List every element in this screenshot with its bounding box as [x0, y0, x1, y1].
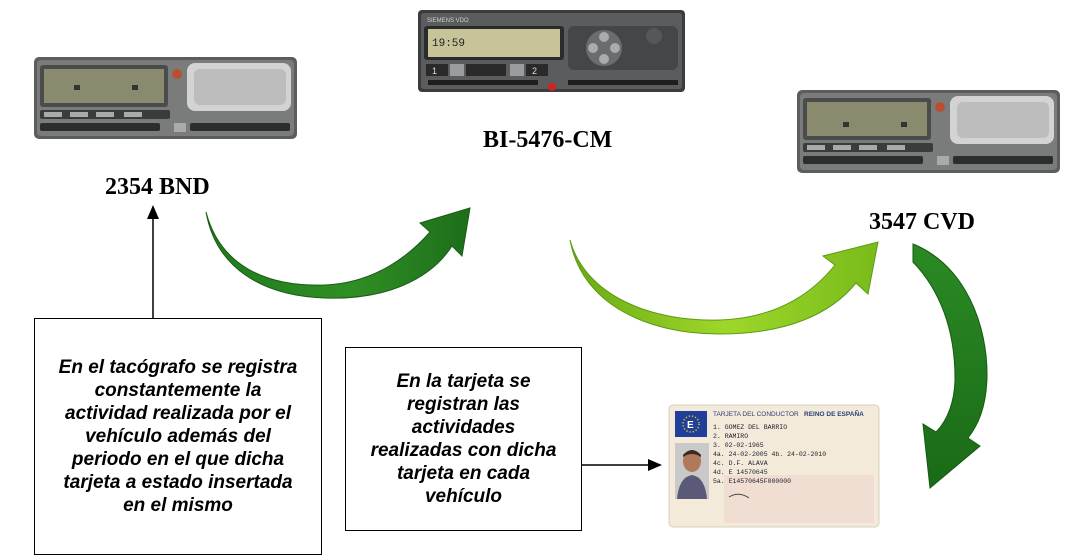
slot-2-label: 2: [532, 66, 537, 76]
plate-bi-5476-cm: BI-5476-CM: [483, 127, 613, 153]
tachograph-left: [34, 57, 297, 139]
driver-photo: [675, 443, 709, 499]
card-line-6: 4d. E 14570645: [713, 469, 768, 476]
display-time: 19:59: [432, 38, 465, 50]
plate-3547-cvd: 3547 CVD: [869, 209, 975, 235]
card-line-4: 4a. 24-02-2005 4b. 24-02-2010: [713, 451, 826, 458]
curved-arrow-3: [912, 243, 988, 489]
eu-letter: E: [687, 420, 694, 431]
curved-arrow-2: [569, 239, 879, 335]
card-note-box: En la tarjeta se registran las actividad…: [345, 347, 582, 531]
tachograph-note-text: En el tacógrafo se registra constantemen…: [58, 357, 298, 516]
slot-1-label: 1: [432, 66, 437, 76]
card-note-text: En la tarjeta se registran las actividad…: [370, 371, 557, 507]
brand-label: SIEMENS VDO: [427, 18, 469, 24]
eu-flag: [675, 411, 707, 437]
card-country: REINO DE ESPAÑA: [804, 409, 864, 418]
card-header: TARJETA DEL CONDUCTOR: [713, 411, 799, 418]
driver-card: E TARJETA DEL CONDUCTOR REINO DE ESPAÑA …: [668, 404, 880, 528]
pointer-to-card-head: [648, 459, 662, 471]
card-line-7: 5a. E14570645F000000: [713, 478, 791, 485]
card-line-1: 1. GOMEZ DEL BARRIO: [713, 424, 787, 431]
signature-icon: [728, 493, 750, 499]
card-line-3: 3. 02-02-1965: [713, 442, 764, 449]
curved-arrow-1: [205, 207, 471, 299]
card-line-2: 2. RAMIRO: [713, 433, 748, 440]
tachograph-note-box: En el tacógrafo se registra constantemen…: [34, 318, 322, 555]
pointer-to-tachograph-head: [147, 205, 159, 219]
plate-2354-bnd: 2354 BND: [105, 174, 210, 200]
card-line-5: 4c. D.F. ALAVA: [713, 460, 768, 467]
tachograph-center: SIEMENS VDO 19:59 1 2: [418, 10, 685, 95]
tachograph-right: [797, 90, 1060, 173]
